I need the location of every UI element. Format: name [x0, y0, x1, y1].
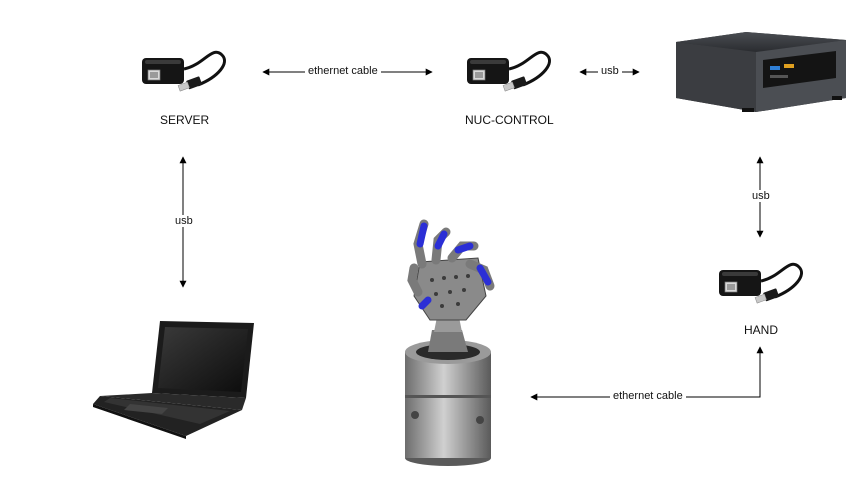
- edge-label-pc-hand: usb: [749, 190, 773, 202]
- usb-ethernet-adapter-icon: [719, 262, 803, 304]
- nuc-control-label: NUC-CONTROL: [465, 113, 554, 127]
- usb-ethernet-adapter-icon: [467, 50, 551, 92]
- edge-hand-robot: [530, 346, 764, 401]
- hand-label: HAND: [744, 323, 779, 337]
- robot-hand-icon: [405, 219, 495, 466]
- laptop-icon: [93, 321, 254, 439]
- server-label: SERVER: [160, 113, 210, 127]
- edge-label-server-nuc: ethernet cable: [305, 65, 381, 77]
- edge-label-hand-robot: ethernet cable: [610, 390, 686, 402]
- edge-label-server-laptop: usb: [172, 215, 196, 227]
- usb-ethernet-adapter-icon: [142, 50, 226, 92]
- mini-pc-icon: [676, 32, 846, 112]
- edge-label-nuc-pc: usb: [598, 65, 622, 77]
